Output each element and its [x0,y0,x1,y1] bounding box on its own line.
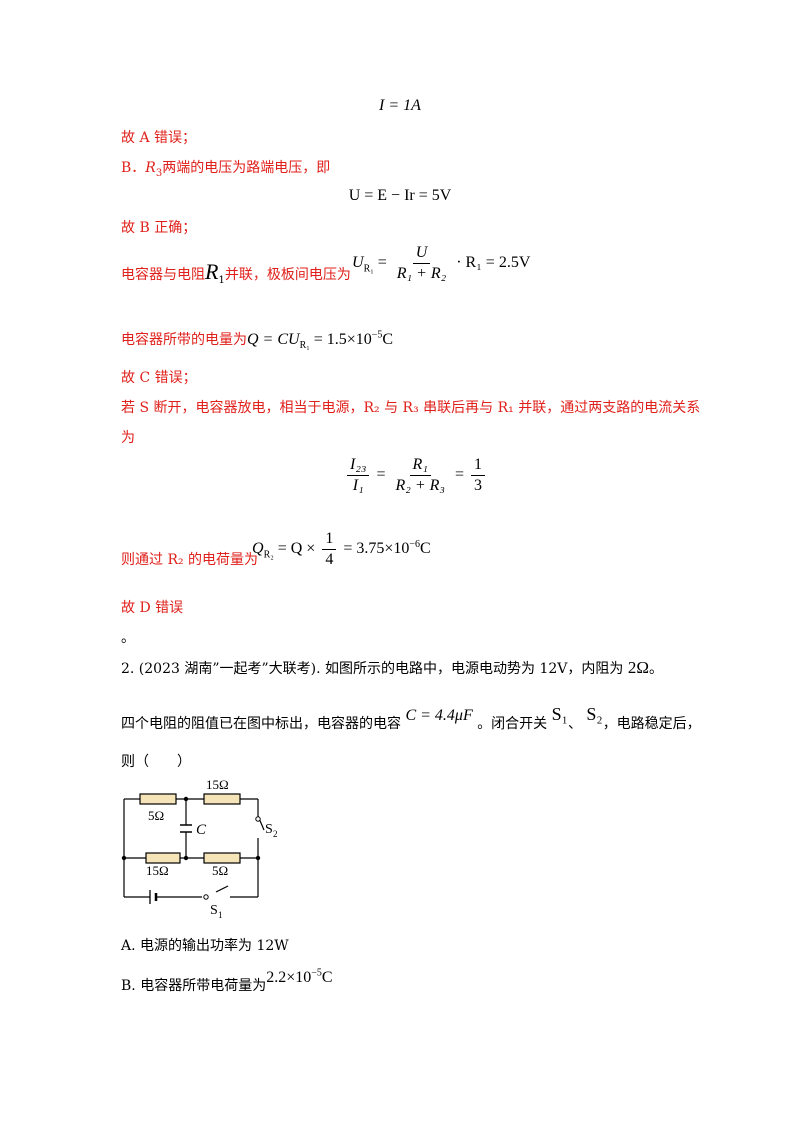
end-mark: 。 [121,630,135,646]
equation-terminal-voltage: U = E − Ir = 5V [348,187,452,204]
answer-b-correct: 故 B 正确； [121,220,197,236]
option-b[interactable]: B. 电容器所带电荷量为2.2×10−5C [121,967,333,994]
capacitor-charge-line: 电容器所带的电量为Q = CUR₁ = 1.5×10−5C [121,329,394,352]
switch-s2-contact [255,816,261,822]
switch-s1-contact [203,894,209,900]
label-bottom-left: 15Ω [146,863,169,878]
equation-current: I = 1A [379,97,421,114]
label-s2-sub: 2 [273,829,278,839]
label-s2: S [265,822,273,837]
answer-c-wrong: 故 C 错误； [121,370,197,386]
resistor-top-left [139,793,177,805]
switch-open-explanation: 若 S 断开，电容器放电，相当于电源，R₂ 与 R₃ 串联后再与 R₁ 并联，通… [121,400,701,416]
resistor-bottom-right [203,852,241,864]
label-bottom-right: 5Ω [212,863,228,878]
label-s1-sub: 1 [218,910,223,920]
answer-a-wrong: 故 A 错误； [121,130,197,146]
switch-open-explanation-cont: 为 [121,430,135,446]
answer-d-wrong: 故 D 错误 [121,600,184,616]
label-top-right: 15Ω [206,777,229,792]
label-s1: S [210,903,218,918]
resistor-top-right [203,793,241,805]
question-2-stem-cont: 四个电阻的阻值已在图中标出，电容器的电容 C = 4.4μF 。闭合开关 S₁、… [121,704,701,732]
label-capacitor: C [196,822,207,838]
question-2-stem: 2. (2023 湖南”一起考”大联考). 如图所示的电路中，电源电动势为 12… [121,658,663,677]
question-2-then: 则（ ） [121,754,191,770]
resistor-bottom-left [145,852,181,864]
option-a[interactable]: A. 电源的输出功率为 12W [121,938,289,954]
capacitor-voltage-line: 电容器与电阻R1并联，极板间电压为 [121,259,351,286]
r2-charge-line: 则通过 R₂ 的电荷量为 [121,552,259,568]
circuit-diagram: 5Ω 15Ω 15Ω 5Ω C S 2 S 1 [118,774,278,928]
option-b-explanation: B．R3两端的电压为路端电压，即 [121,160,331,179]
label-top-left: 5Ω [148,808,164,823]
